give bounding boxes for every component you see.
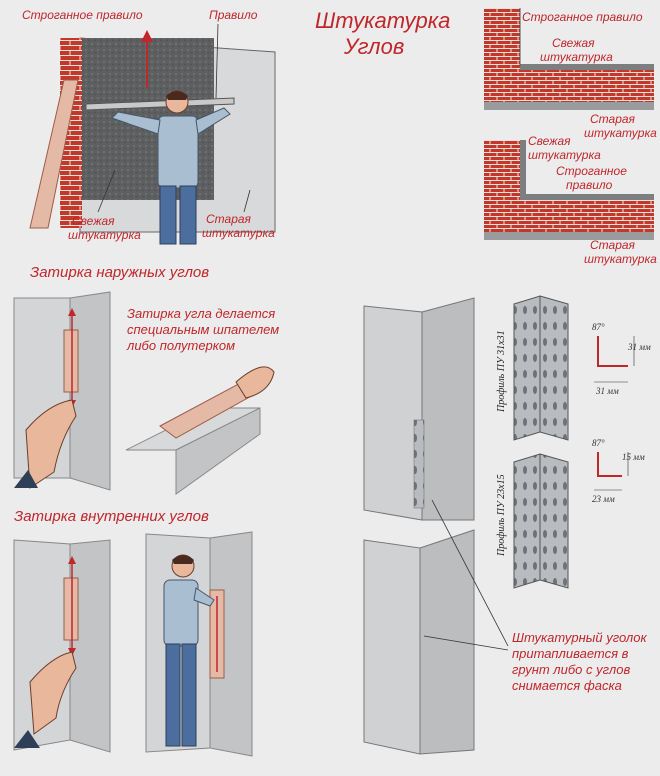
detail1-fresh-2: штукатурка — [540, 50, 613, 64]
bead-note-1: Штукатурный уголок — [512, 630, 647, 645]
outer-note-1: Затирка угла делается — [127, 306, 276, 321]
detail2-old-1: Старая — [590, 238, 635, 252]
label-planed-rule: Строганное правило — [22, 8, 143, 22]
outer-note-3: либо полутерком — [127, 338, 236, 353]
detail2-planed-2: правило — [566, 178, 613, 192]
detail2-fresh-1: Свежая — [528, 134, 571, 148]
pointer-bead-2 — [423, 635, 509, 651]
planed-rule-board — [29, 79, 79, 229]
corner-bead-wall-lower — [363, 529, 475, 755]
detail2-planed-1: Строганное — [556, 164, 627, 178]
corner-detail-2 — [484, 140, 654, 240]
pointer-rule — [215, 23, 219, 99]
corner-bead-wall-upper — [363, 297, 475, 521]
detail2-fresh-2: штукатурка — [528, 148, 601, 162]
label-fresh-plaster-1: Свежая — [72, 214, 115, 228]
detail1-planed-rule: Строганное правило — [522, 10, 643, 24]
bead-note-2: притапливается в — [512, 646, 629, 661]
detail1-old-2: штукатурка — [584, 126, 657, 140]
outer-corner-wall — [13, 291, 111, 491]
pointer-fresh — [97, 169, 116, 213]
profile2-dim-a: 15 мм — [622, 452, 645, 462]
profile2-name: Профиль ПУ 23х15 — [496, 474, 507, 556]
profile2-dim-b: 23 мм — [592, 494, 615, 504]
up-arrow-head — [141, 30, 153, 42]
title-line1: Штукатурка — [315, 8, 451, 33]
plastering-scene — [29, 23, 276, 245]
inner-corner-wall — [13, 539, 111, 753]
pointer-old — [243, 189, 251, 213]
label-old-plaster-2: штукатурка — [202, 226, 275, 240]
heading-inner-corners: Затирка внутренних углов — [14, 508, 209, 525]
heading-outer-corners: Затирка наружных углов — [30, 264, 210, 281]
bead-note-4: снимается фаска — [512, 678, 622, 693]
detail1-fresh-1: Свежая — [552, 36, 595, 50]
label-fresh-plaster-2: штукатурка — [68, 228, 141, 242]
profile1-dim-a: 31 мм — [628, 342, 651, 352]
profile1-dim-b: 31 мм — [596, 386, 619, 396]
bead-note-3: грунт либо с углов — [512, 662, 631, 677]
profile-pu-23 — [513, 452, 629, 589]
title-line2: Углов — [344, 34, 405, 59]
trowel-corner — [125, 366, 275, 495]
pointer-bead-1 — [431, 499, 509, 647]
profile1-name: Профиль ПУ 31х31 — [496, 330, 507, 412]
inner-corner-worker — [145, 531, 253, 757]
label-old-plaster-1: Старая — [206, 212, 251, 226]
profile2-angle: 87° — [592, 438, 605, 448]
profile1-angle: 87° — [592, 322, 605, 332]
label-rule: Правило — [209, 8, 258, 22]
detail1-old-1: Старая — [590, 112, 635, 126]
outer-note-2: специальным шпателем — [127, 322, 280, 337]
detail2-old-2: штукатурка — [584, 252, 657, 266]
profile-pu-31 — [513, 295, 635, 441]
worker-figure — [111, 90, 231, 245]
corner-detail-1 — [484, 8, 654, 110]
